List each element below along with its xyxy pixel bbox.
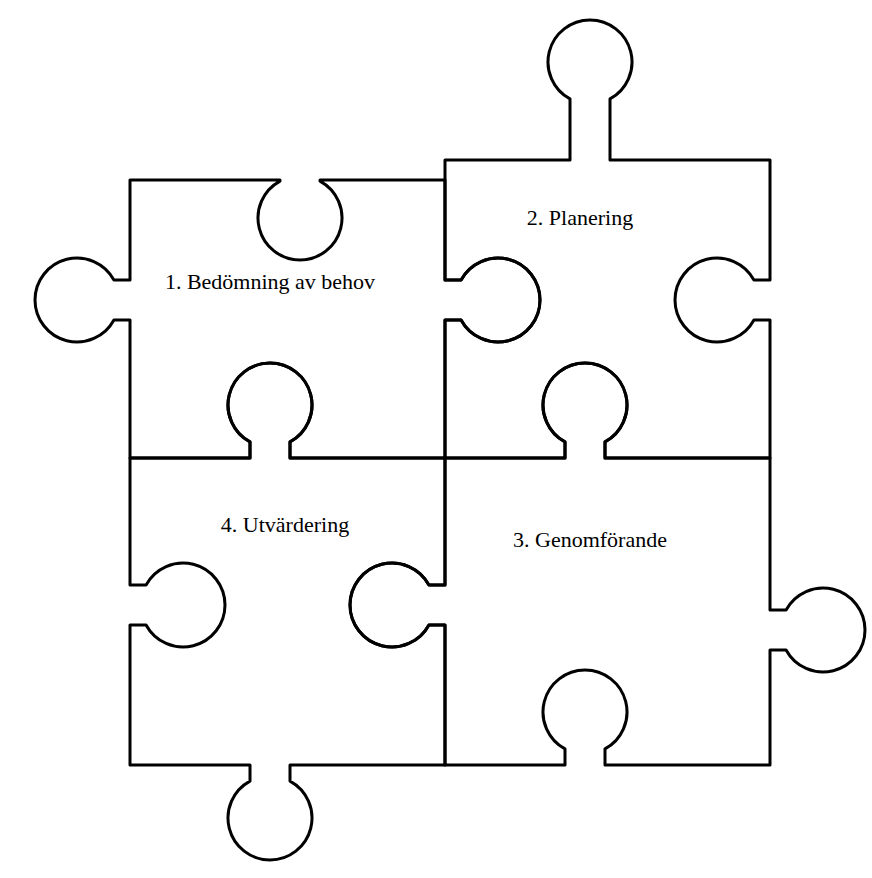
puzzle-piece: 1. Bedömning av behov: [31, 176, 544, 462]
piece-label: 2. Planering: [527, 205, 633, 231]
piece-label: 3. Genomförande: [513, 527, 667, 553]
puzzle-piece: 3. Genomförande: [346, 359, 869, 769]
puzzle-piece-path: [445, 20, 770, 458]
puzzle-piece-outline: [346, 359, 869, 769]
piece-label: 1. Bedömning av behov: [165, 269, 375, 295]
puzzle-piece-path: [130, 363, 445, 860]
puzzle-piece-outline: [31, 176, 544, 462]
puzzle-piece-path: [350, 363, 865, 765]
puzzle-piece-outline: [126, 359, 449, 864]
piece-label: 4. Utvärdering: [221, 512, 349, 538]
puzzle-piece-path: [35, 180, 540, 458]
puzzle-piece-outline: [441, 16, 774, 462]
puzzle-piece: 4. Utvärdering: [126, 359, 449, 864]
puzzle-piece: 2. Planering: [441, 16, 774, 462]
